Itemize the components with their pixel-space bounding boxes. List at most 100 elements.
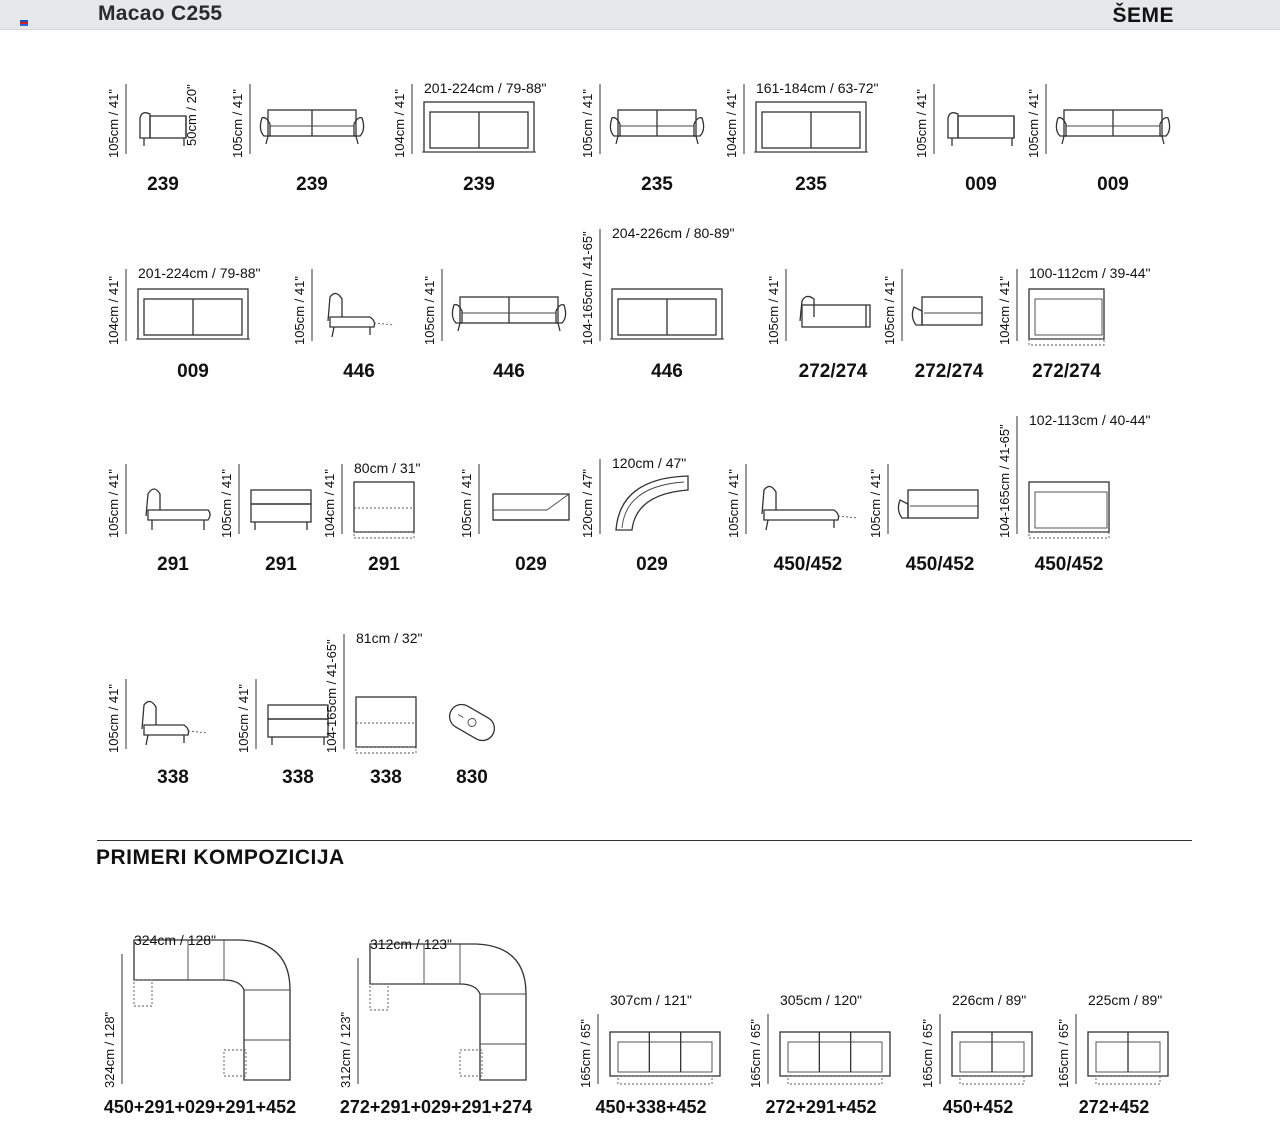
composition-code: 272+291+452 bbox=[765, 1097, 877, 1117]
element-code: 450/452 bbox=[773, 554, 843, 575]
compositions-title: PRIMERI KOMPOZICIJA bbox=[96, 846, 345, 869]
secondary-dimension-label: 81cm / 32" bbox=[356, 630, 423, 646]
element-code: 291 bbox=[265, 554, 297, 575]
corner-sofa-icon bbox=[133, 939, 291, 1081]
secondary-dimension-label: 120cm / 47" bbox=[612, 455, 687, 471]
element-item: 104-165cm / 41-65" 81cm / 32" 338 bbox=[322, 630, 422, 793]
composition-item: 312cm / 123"312cm / 123"272+291+029+291+… bbox=[336, 934, 536, 1123]
element-item: 105cm / 41" 239 bbox=[228, 80, 368, 200]
dimension-line bbox=[745, 464, 747, 534]
two-seat-sofa-icon bbox=[451, 296, 567, 332]
height-dimension-label: 105cm / 41" bbox=[219, 469, 234, 538]
recliner-side-icon bbox=[141, 700, 209, 746]
seat-top-view-icon bbox=[353, 481, 415, 539]
dimension-line bbox=[933, 84, 935, 154]
height-dimension-label: 104cm / 41" bbox=[322, 469, 337, 538]
element-code: 291 bbox=[157, 554, 189, 575]
height-dimension-label: 324cm / 128" bbox=[102, 1011, 117, 1088]
composition-item: 165cm / 65"307cm / 121"450+338+452 bbox=[576, 990, 726, 1123]
height-dimension-label: 105cm / 41" bbox=[292, 276, 307, 345]
dimension-line bbox=[125, 269, 127, 341]
element-item: 105cm / 41"291 bbox=[104, 460, 214, 580]
corner-unit-icon bbox=[492, 493, 570, 521]
element-item: 104cm / 41" 201-224cm / 79-88" 239 bbox=[390, 80, 547, 200]
element-code: 446 bbox=[343, 361, 375, 382]
height-dimension-label: 105cm / 41" bbox=[766, 276, 781, 345]
element-code: 029 bbox=[636, 554, 668, 575]
two-seat-sofa-icon bbox=[609, 109, 705, 145]
module-top-view-icon bbox=[1028, 481, 1110, 539]
element-code: 446 bbox=[651, 361, 683, 382]
element-code: 338 bbox=[282, 767, 314, 788]
dimension-line bbox=[343, 634, 345, 749]
armchair-icon bbox=[139, 112, 187, 146]
element-item: 105cm / 41"029 bbox=[457, 460, 577, 580]
element-item: 830 bbox=[440, 690, 504, 793]
width-dimension-label: 307cm / 121" bbox=[610, 992, 693, 1008]
element-code: 450/452 bbox=[1034, 554, 1104, 575]
height-dimension-label: 104-165cm / 41-65" bbox=[997, 424, 1012, 538]
width-dimension-label: 305cm / 120" bbox=[780, 992, 863, 1008]
two-seat-sofa-top-icon bbox=[951, 1031, 1033, 1085]
element-code: 235 bbox=[795, 174, 827, 195]
dimension-line bbox=[901, 269, 903, 341]
seat-front-icon bbox=[267, 704, 329, 745]
dimension-line bbox=[599, 229, 601, 341]
height-dimension-label: 105cm / 41" bbox=[868, 469, 883, 538]
secondary-dimension-label: 100-112cm / 39-44" bbox=[1029, 265, 1151, 281]
corner-top-view-icon bbox=[615, 475, 689, 531]
recliner-side-icon bbox=[761, 485, 859, 531]
height-dimension-label: 104cm / 41" bbox=[392, 89, 407, 158]
width-dimension-label: 225cm / 89" bbox=[1088, 992, 1163, 1008]
element-item: 105cm / 41"272/274 bbox=[880, 265, 990, 387]
arm-unit-icon bbox=[897, 489, 979, 519]
sofa-top-view-icon bbox=[422, 101, 536, 153]
height-dimension-label: 105cm / 41" bbox=[422, 276, 437, 345]
element-item: 104-165cm / 41-65"204-226cm / 80-89"446 bbox=[578, 225, 735, 387]
element-item: 105cm / 41"272/274 bbox=[764, 265, 874, 387]
height-dimension-label: 105cm / 41" bbox=[580, 89, 595, 158]
armchair-icon bbox=[947, 112, 1015, 146]
element-code: 029 bbox=[515, 554, 547, 575]
element-item: 105cm / 41"338 bbox=[234, 675, 334, 793]
remote-control-icon bbox=[448, 703, 496, 742]
secondary-dimension-label: 102-113cm / 40-44" bbox=[1029, 412, 1151, 428]
height-dimension-label: 165cm / 65" bbox=[578, 1019, 593, 1088]
secondary-dimension-label: 80cm / 31" bbox=[354, 460, 421, 476]
element-item: 105cm / 41" 450/452 bbox=[866, 460, 986, 580]
element-item: 120cm / 47"120cm / 47"029 bbox=[578, 455, 698, 580]
three-seat-sofa-top-icon bbox=[609, 1031, 721, 1085]
dimension-line bbox=[125, 84, 127, 154]
composition-item: 165cm / 65"305cm / 120"272+291+452 bbox=[746, 990, 896, 1123]
secondary-dimension-label: 201-224cm / 79-88" bbox=[138, 265, 261, 281]
element-item: 104cm / 41"201-224cm / 79-88"009 bbox=[104, 265, 261, 387]
element-code: 009 bbox=[965, 174, 997, 195]
dimension-line bbox=[1016, 269, 1018, 341]
element-code: 338 bbox=[370, 767, 402, 788]
composition-item: 165cm / 65"226cm / 89"450+452 bbox=[918, 990, 1038, 1123]
element-code: 830 bbox=[456, 767, 488, 788]
element-item: 104cm / 41"80cm / 31"291 bbox=[320, 460, 420, 580]
dimension-line bbox=[238, 464, 240, 534]
dimension-line bbox=[125, 464, 127, 534]
element-item: 105cm / 41"009 bbox=[1024, 80, 1174, 200]
height-dimension-label: 105cm / 41" bbox=[230, 89, 245, 158]
secondary-dimension-label: 201-224cm / 79-88" bbox=[424, 80, 547, 96]
dimension-line bbox=[255, 679, 257, 749]
arm-unit-icon bbox=[911, 296, 983, 326]
height-dimension-label: 104-165cm / 41-65" bbox=[324, 639, 339, 753]
composition-code: 272+291+029+291+274 bbox=[339, 1097, 533, 1117]
element-code: 239 bbox=[463, 174, 495, 195]
height-dimension-label: 312cm / 123" bbox=[338, 1011, 353, 1088]
height-dimension-label: 105cm / 41" bbox=[882, 276, 897, 345]
width-dimension-label: 324cm / 128" bbox=[134, 932, 217, 948]
element-code: 450/452 bbox=[905, 554, 975, 575]
element-code: 272/274 bbox=[1032, 361, 1101, 382]
page-title: Macao C255 bbox=[98, 2, 223, 25]
two-seat-sofa-icon bbox=[1055, 109, 1171, 145]
dimension-line bbox=[411, 84, 413, 154]
element-item: 105cm / 41" 450/452 bbox=[724, 460, 864, 580]
height-dimension-label: 105cm / 41" bbox=[726, 469, 741, 538]
dimension-line bbox=[249, 84, 251, 154]
element-code: 239 bbox=[296, 174, 328, 195]
